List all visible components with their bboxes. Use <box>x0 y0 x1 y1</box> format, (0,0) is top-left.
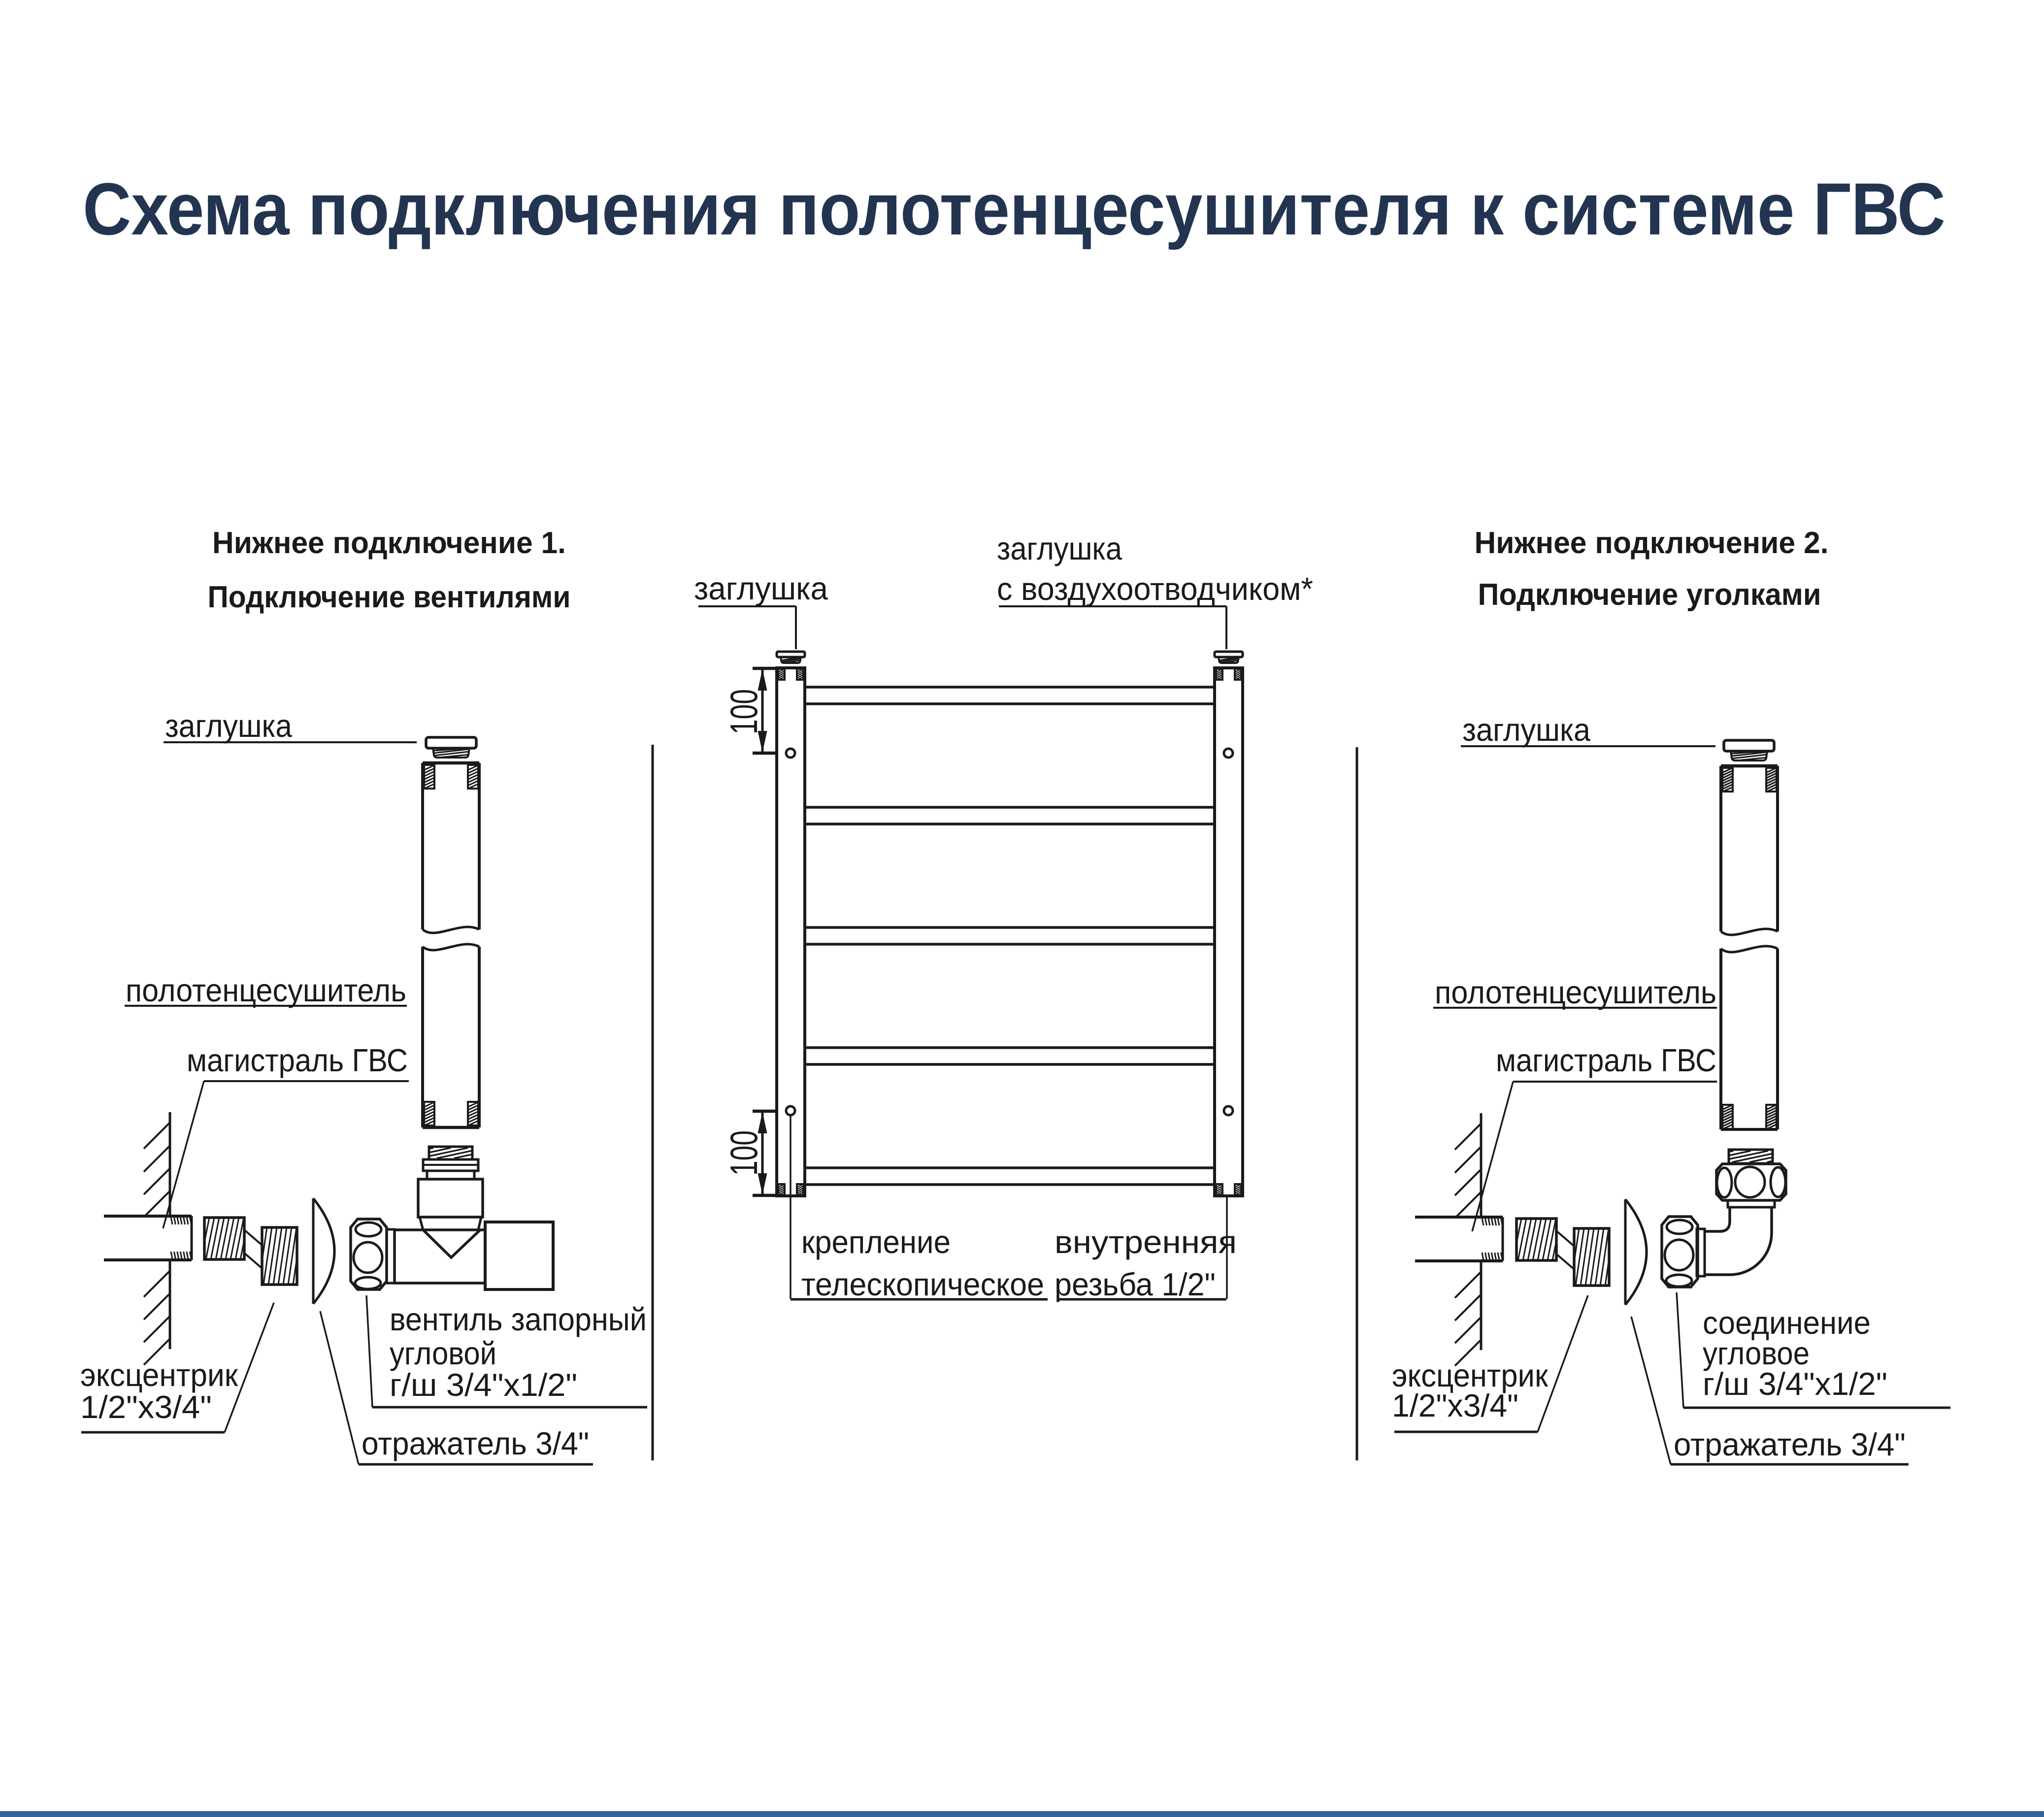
svg-text:Подключение уголками: Подключение уголками <box>1478 578 1821 612</box>
svg-text:вентиль запорный: вентиль запорный <box>390 1302 647 1337</box>
svg-text:заглушка: заглушка <box>694 571 828 606</box>
svg-text:эксцентрик: эксцентрик <box>1392 1358 1549 1393</box>
svg-text:заглушка: заглушка <box>1462 712 1590 748</box>
svg-text:с воздухоотводчиком*: с воздухоотводчиком* <box>997 571 1313 607</box>
svg-text:магистраль ГВС: магистраль ГВС <box>1496 1043 1716 1078</box>
svg-text:100: 100 <box>722 689 765 734</box>
svg-text:Нижнее подключение 1.: Нижнее подключение 1. <box>212 526 566 560</box>
svg-text:внутренняя: внутренняя <box>1055 1224 1237 1260</box>
svg-text:отражатель 3/4": отражатель 3/4" <box>362 1426 589 1461</box>
svg-text:г/ш 3/4"x1/2": г/ш 3/4"x1/2" <box>390 1367 577 1403</box>
svg-text:магистраль ГВС: магистраль ГВС <box>187 1043 408 1078</box>
svg-text:полотенцесушитель: полотенцесушитель <box>126 973 406 1008</box>
svg-text:Нижнее подключение 2.: Нижнее подключение 2. <box>1475 526 1829 560</box>
svg-text:отражатель 3/4": отражатель 3/4" <box>1674 1427 1906 1462</box>
svg-text:крепление: крепление <box>801 1224 951 1260</box>
svg-text:1/2"x3/4": 1/2"x3/4" <box>1392 1388 1518 1423</box>
svg-text:заглушка: заглушка <box>165 708 292 744</box>
svg-text:полотенцесушитель: полотенцесушитель <box>1435 975 1716 1010</box>
svg-text:Подключение вентилями: Подключение вентилями <box>208 580 571 614</box>
svg-text:угловое: угловое <box>1703 1336 1810 1371</box>
svg-text:заглушка: заглушка <box>997 531 1122 566</box>
svg-text:Схема подключения полотенцесуш: Схема подключения полотенцесушителя к си… <box>83 167 1945 250</box>
svg-text:эксцентрик: эксцентрик <box>80 1357 238 1393</box>
svg-text:резьба 1/2": резьба 1/2" <box>1055 1267 1216 1302</box>
svg-text:г/ш 3/4"x1/2": г/ш 3/4"x1/2" <box>1703 1366 1887 1402</box>
svg-text:угловой: угловой <box>390 1336 496 1371</box>
svg-text:соединение: соединение <box>1703 1305 1871 1341</box>
svg-text:100: 100 <box>722 1130 765 1176</box>
svg-text:1/2"x3/4": 1/2"x3/4" <box>80 1389 212 1425</box>
svg-text:телескопическое: телескопическое <box>801 1267 1044 1302</box>
